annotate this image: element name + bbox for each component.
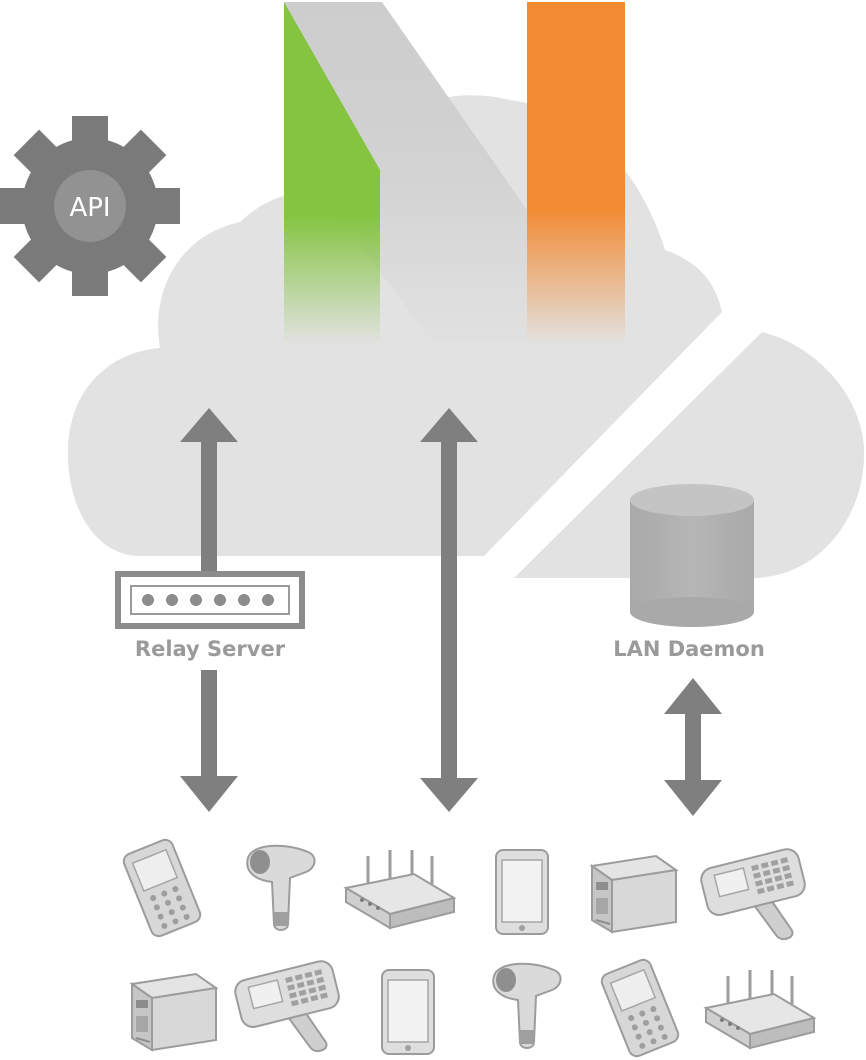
relay-up-arrow <box>180 408 238 574</box>
cloud-right-part <box>514 332 865 578</box>
smartphone-icon <box>381 969 435 1055</box>
label-printer-icon <box>591 855 677 933</box>
api-gear-icon: API <box>0 116 180 296</box>
barcode-scanner-icon <box>492 962 562 1049</box>
handheld-terminal-icon <box>697 845 818 957</box>
direct-bidirectional-arrow <box>420 408 478 812</box>
connection-arrows <box>180 408 722 816</box>
mobile-computer-icon <box>120 836 204 940</box>
devices-row-2 <box>131 956 816 1060</box>
barcode-scanner-icon <box>246 844 316 931</box>
company-logo <box>284 2 625 345</box>
lan-daemon-label: LAN Daemon <box>613 637 765 661</box>
logo-orange-bar <box>527 2 625 345</box>
relay-down-arrow <box>180 670 238 812</box>
database-icon <box>630 484 754 627</box>
devices-row-1 <box>120 836 818 957</box>
wireless-access-point-icon <box>344 848 456 930</box>
relay-server-icon <box>115 571 305 629</box>
smartphone-icon <box>495 849 549 935</box>
mobile-computer-icon <box>598 956 682 1060</box>
handheld-terminal-icon <box>231 957 352 1060</box>
logo-green-bar <box>284 2 380 345</box>
lan-bidirectional-arrow <box>664 678 722 816</box>
relay-server-label: Relay Server <box>135 637 286 661</box>
logo-gray-diagonal <box>284 2 527 340</box>
label-printer-icon <box>131 973 217 1051</box>
wireless-access-point-icon <box>704 968 816 1050</box>
api-label: API <box>69 193 110 223</box>
